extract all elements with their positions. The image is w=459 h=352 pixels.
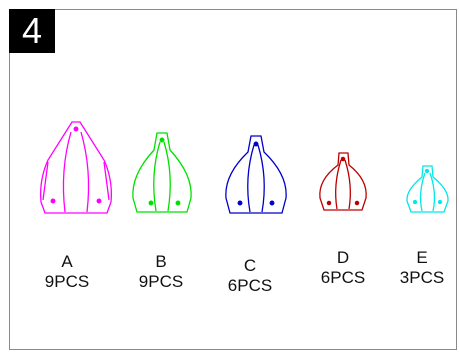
part-a-label: A 9PCS <box>27 252 107 292</box>
part-letter: C <box>243 256 257 275</box>
part-quantity: 9PCS <box>44 272 90 291</box>
part-quantity: 6PCS <box>227 276 273 295</box>
part-d-shape <box>319 152 367 211</box>
part-e-label: E 3PCS <box>382 248 459 288</box>
part-c-shape <box>225 135 287 214</box>
step-number-badge: 4 <box>9 9 55 53</box>
part-quantity: 6PCS <box>320 268 366 287</box>
part-a-shape <box>40 121 112 214</box>
part-b-shape <box>132 132 192 213</box>
diagram-frame <box>9 9 457 350</box>
part-letter: B <box>155 252 167 271</box>
part-quantity: 3PCS <box>399 268 445 287</box>
part-letter: E <box>416 248 428 267</box>
part-quantity: 9PCS <box>138 272 184 291</box>
part-b-label: B 9PCS <box>121 252 201 292</box>
part-d-label: D 6PCS <box>303 248 383 288</box>
part-e-shape <box>406 165 449 213</box>
part-c-label: C 6PCS <box>210 256 290 296</box>
part-letter: A <box>61 252 73 271</box>
part-letter: D <box>336 248 350 267</box>
